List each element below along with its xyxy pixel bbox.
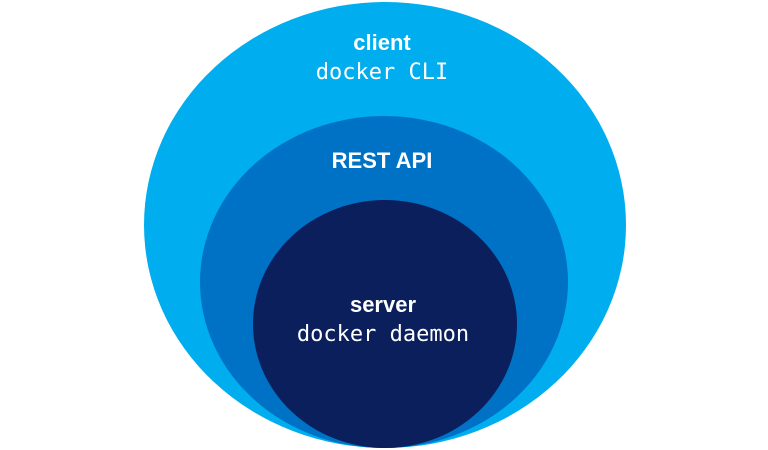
server-layer-circle (253, 200, 517, 448)
server-subtitle: docker daemon (296, 322, 470, 347)
client-title: client (353, 30, 411, 55)
server-title: server (349, 292, 417, 317)
client-subtitle: docker CLI (315, 60, 449, 85)
rest-api-title: REST API (331, 148, 433, 173)
